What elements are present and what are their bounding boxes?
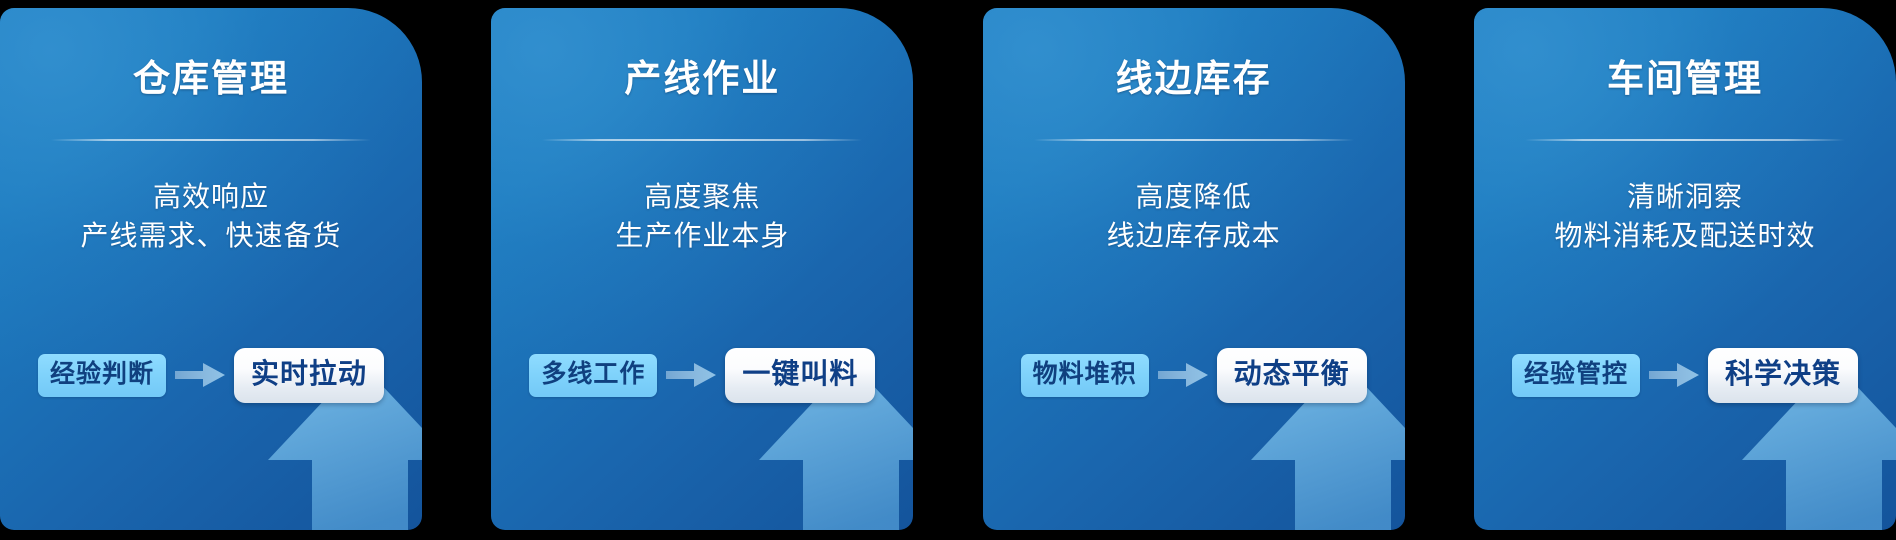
- card-divider: [1524, 138, 1845, 141]
- arrow-right-icon: [666, 363, 717, 388]
- transformation-row: 多线工作 一键叫料: [491, 348, 913, 403]
- feature-card-3[interactable]: 线边库存 高度降低 线边库存成本 物料堆积 动态平衡: [982, 8, 1405, 530]
- card-divider: [51, 138, 371, 141]
- arrow-right-icon: [175, 363, 225, 388]
- card-body-line-2: 生产作业本身: [615, 220, 790, 252]
- transformation-row: 经验判断 实时拉动: [0, 348, 422, 403]
- card-title: 仓库管理: [133, 58, 289, 99]
- card-divider: [1033, 138, 1354, 141]
- arrow-right-icon: [1648, 363, 1699, 388]
- card-body-line-2: 产线需求、快速备货: [80, 220, 342, 252]
- transformation-row: 经验管控 科学决策: [1474, 348, 1896, 403]
- transformation-row: 物料堆积 动态平衡: [983, 348, 1405, 403]
- card-body-line-2: 线边库存成本: [1106, 220, 1281, 252]
- card-title: 车间管理: [1606, 58, 1763, 99]
- feature-card-4[interactable]: 车间管理 清晰洞察 物料消耗及配送时效 经验管控 科学决策: [1473, 8, 1896, 530]
- card-content: 仓库管理 高效响应 产线需求、快速备货: [0, 8, 422, 530]
- pill-before-state[interactable]: 多线工作: [529, 354, 658, 397]
- pill-before-state[interactable]: 经验判断: [37, 354, 166, 397]
- card-divider: [542, 138, 863, 141]
- card-body-line-1: 高效响应: [152, 180, 269, 212]
- card-content: 产线作业 高度聚焦 生产作业本身: [491, 8, 913, 530]
- feature-card-2[interactable]: 产线作业 高度聚焦 生产作业本身 多线工作 一键叫料: [491, 8, 914, 530]
- card-title: 产线作业: [624, 58, 781, 99]
- card-body: 高度降低 线边库存成本: [1107, 177, 1281, 257]
- feature-card-1[interactable]: 仓库管理 高效响应 产线需求、快速备货 经验判断 实时拉动: [0, 8, 422, 530]
- pill-after-state[interactable]: 动态平衡: [1216, 348, 1367, 403]
- card-content: 车间管理 清晰洞察 物料消耗及配送时效: [1474, 8, 1896, 530]
- pill-after-state[interactable]: 科学决策: [1707, 348, 1858, 403]
- card-body-line-1: 高度聚焦: [644, 180, 761, 212]
- pill-after-state[interactable]: 一键叫料: [725, 348, 876, 403]
- arrow-right-icon: [1157, 363, 1208, 388]
- card-body-line-1: 清晰洞察: [1626, 180, 1743, 212]
- card-body-line-1: 高度降低: [1135, 180, 1252, 212]
- pill-after-state[interactable]: 实时拉动: [234, 348, 385, 403]
- card-body: 高效响应 产线需求、快速备货: [80, 177, 341, 257]
- card-content: 线边库存 高度降低 线边库存成本: [983, 8, 1405, 530]
- pill-before-state[interactable]: 物料堆积: [1020, 354, 1149, 397]
- card-body: 高度聚焦 生产作业本身: [615, 177, 789, 257]
- card-body-line-2: 物料消耗及配送时效: [1554, 220, 1816, 252]
- pill-before-state[interactable]: 经验管控: [1511, 354, 1640, 397]
- card-body: 清晰洞察 物料消耗及配送时效: [1554, 177, 1815, 257]
- card-title: 线边库存: [1115, 58, 1272, 99]
